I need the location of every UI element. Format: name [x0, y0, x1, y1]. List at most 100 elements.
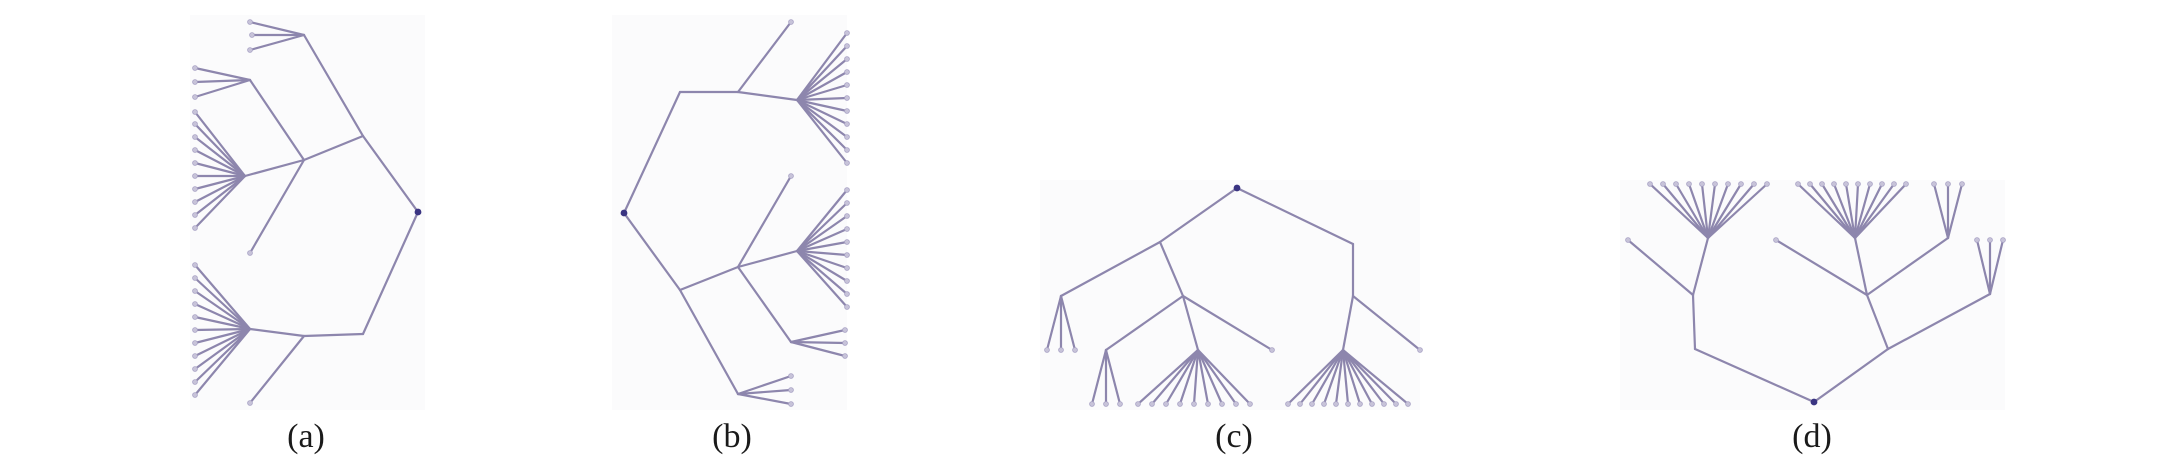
- tree-edge: [1334, 348, 1345, 406]
- leaf-node: [844, 200, 850, 206]
- tree-edge: [193, 135, 247, 178]
- tree-edge: [1310, 348, 1345, 406]
- leaf-node: [1891, 181, 1897, 187]
- leaf-node: [844, 134, 850, 140]
- tree-edge: [1853, 236, 1869, 297]
- leaf-node: [1247, 401, 1253, 407]
- tree-edge: [1865, 293, 1890, 351]
- leaf-node: [1903, 181, 1909, 187]
- panel-b-background: [612, 15, 847, 410]
- tree-edge: [193, 327, 252, 358]
- tree-edge: [302, 332, 365, 338]
- leaf-node: [844, 147, 850, 153]
- tree-edge: [193, 289, 252, 331]
- tree-edge: [1693, 347, 1816, 404]
- tree-edge: [193, 327, 252, 384]
- leaf-node: [842, 353, 848, 359]
- leaf-node: [842, 340, 848, 346]
- panel-c-background: [1040, 180, 1420, 410]
- tree-edge: [193, 263, 252, 331]
- tree-edge: [1820, 182, 1857, 240]
- tree-edge: [1932, 182, 1950, 240]
- tree-edge: [795, 240, 849, 253]
- tree-edge: [248, 158, 306, 255]
- tree-edge: [1853, 182, 1908, 240]
- leaf-node: [1393, 401, 1399, 407]
- leaf-node: [247, 250, 253, 256]
- leaf-node: [192, 379, 198, 385]
- leaf-node: [1807, 181, 1813, 187]
- tree-edge: [789, 328, 847, 344]
- leaf-node: [844, 43, 850, 49]
- leaf-node: [1309, 401, 1315, 407]
- panel-a-caption: (a): [287, 418, 325, 455]
- leaf-node: [844, 30, 850, 36]
- leaf-node: [1333, 401, 1339, 407]
- tree-edge: [1975, 238, 1992, 296]
- tree-edge: [795, 83, 849, 102]
- leaf-node: [1072, 347, 1078, 353]
- leaf-node: [1712, 181, 1718, 187]
- leaf-node: [1764, 181, 1770, 187]
- leaf-node: [1819, 181, 1825, 187]
- tree-edge: [1853, 182, 1884, 240]
- leaf-node: [844, 213, 850, 219]
- leaf-node: [788, 373, 794, 379]
- leaf-node: [1149, 401, 1155, 407]
- tree-edge: [1774, 238, 1869, 297]
- leaf-node: [1405, 401, 1411, 407]
- tree-edge: [193, 110, 247, 178]
- leaf-node: [844, 160, 850, 166]
- tree-edge: [193, 161, 247, 178]
- leaf-node: [844, 108, 850, 114]
- leaf-node: [1297, 401, 1303, 407]
- tree-edge: [795, 214, 849, 253]
- tree-edge: [795, 44, 849, 102]
- leaf-node: [1135, 401, 1141, 407]
- tree-edge: [193, 276, 252, 331]
- leaf-node: [2000, 237, 2006, 243]
- tree-edge: [193, 327, 252, 345]
- tree-edge: [1706, 182, 1717, 240]
- leaf-node: [844, 239, 850, 245]
- panel-b-leaves: [788, 19, 850, 407]
- leaf-node: [1831, 181, 1837, 187]
- leaf-node: [842, 327, 848, 333]
- tree-edge: [736, 374, 793, 396]
- tree-edge: [736, 20, 793, 94]
- leaf-node: [192, 134, 198, 140]
- leaf-node: [1117, 401, 1123, 407]
- panel-c-leaves: [1044, 347, 1423, 407]
- tree-edge: [248, 334, 306, 405]
- leaf-node: [192, 340, 198, 346]
- tree-edge: [1832, 182, 1857, 240]
- tree-edge: [193, 327, 252, 332]
- tree-edge: [193, 78, 252, 99]
- tree-edge: [193, 174, 247, 217]
- tree-edge: [193, 327, 252, 371]
- tree-edge: [1104, 294, 1185, 352]
- panel-d: [1620, 180, 2006, 410]
- leaf-node: [192, 212, 198, 218]
- tree-edge: [193, 148, 247, 178]
- tree-edge: [1104, 348, 1122, 406]
- tree-edge: [1674, 182, 1710, 240]
- tree-edge: [1196, 348, 1252, 406]
- tree-edge: [795, 98, 849, 126]
- leaf-node: [1945, 181, 1951, 187]
- root-node: [414, 208, 422, 216]
- panel-d-caption: (d): [1792, 418, 1832, 455]
- tree-edge: [789, 340, 847, 358]
- leaf-node: [1191, 401, 1197, 407]
- tree-edge: [1706, 182, 1769, 240]
- tree-edge: [1286, 348, 1345, 406]
- leaf-node: [192, 79, 198, 85]
- tree-edge: [1661, 182, 1710, 240]
- leaf-node: [1867, 181, 1873, 187]
- tree-edge: [1341, 348, 1362, 406]
- panel-b-edges: [622, 20, 849, 406]
- leaf-node: [844, 304, 850, 310]
- leaf-node: [1163, 401, 1169, 407]
- root-node: [620, 209, 628, 217]
